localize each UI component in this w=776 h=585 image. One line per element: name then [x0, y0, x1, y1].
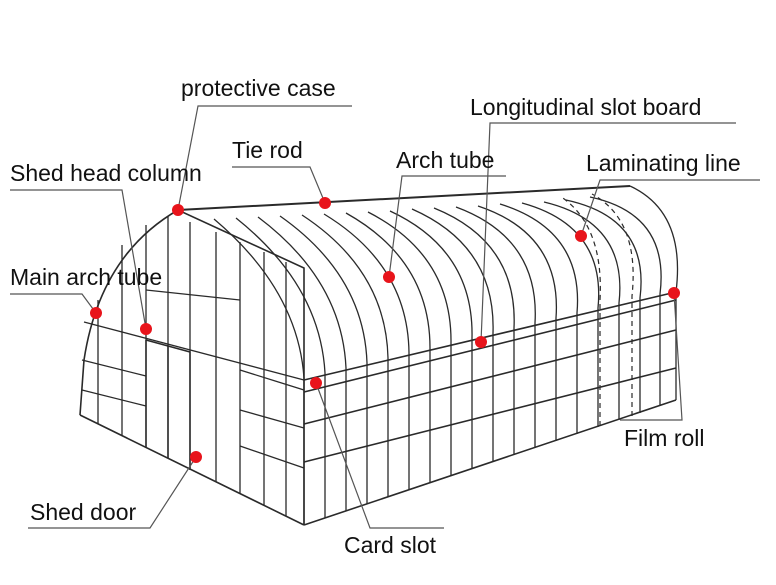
marker-tie-rod	[319, 197, 331, 209]
greenhouse-structure	[79, 185, 679, 526]
label-longitudinal-slot-board: Longitudinal slot board	[470, 94, 701, 120]
label-tie-rod: Tie rod	[232, 137, 303, 163]
marker-arch-tube	[383, 271, 395, 283]
ridge-line	[177, 185, 631, 211]
marker-laminating-line	[575, 230, 587, 242]
marker-shed-head-column	[140, 323, 152, 335]
marker-protective-case	[172, 204, 184, 216]
marker-shed-door	[190, 451, 202, 463]
side-rails	[303, 291, 677, 526]
front-rails	[81, 289, 305, 469]
label-shed-head-column: Shed head column	[10, 160, 202, 186]
label-card-slot: Card slot	[344, 532, 437, 558]
front-posts	[97, 216, 287, 516]
markers	[90, 197, 680, 463]
marker-longitudinal-slot-board	[475, 336, 487, 348]
label-protective-case: protective case	[181, 75, 336, 101]
marker-card-slot	[310, 377, 322, 389]
arch-tubes	[213, 185, 679, 525]
marker-film-roll	[668, 287, 680, 299]
label-arch-tube: Arch tube	[396, 147, 494, 173]
label-main-arch-tube: Main arch tube	[10, 264, 162, 290]
leader-lines	[10, 105, 760, 529]
door-frame	[145, 339, 191, 470]
label-film-roll: Film roll	[624, 425, 705, 451]
labels: protective case Longitudinal slot board …	[10, 75, 741, 558]
marker-main-arch-tube	[90, 307, 102, 319]
label-shed-door: Shed door	[30, 499, 136, 525]
front-base	[79, 414, 305, 526]
label-laminating-line: Laminating line	[586, 150, 741, 176]
laminating-lines	[559, 193, 634, 426]
